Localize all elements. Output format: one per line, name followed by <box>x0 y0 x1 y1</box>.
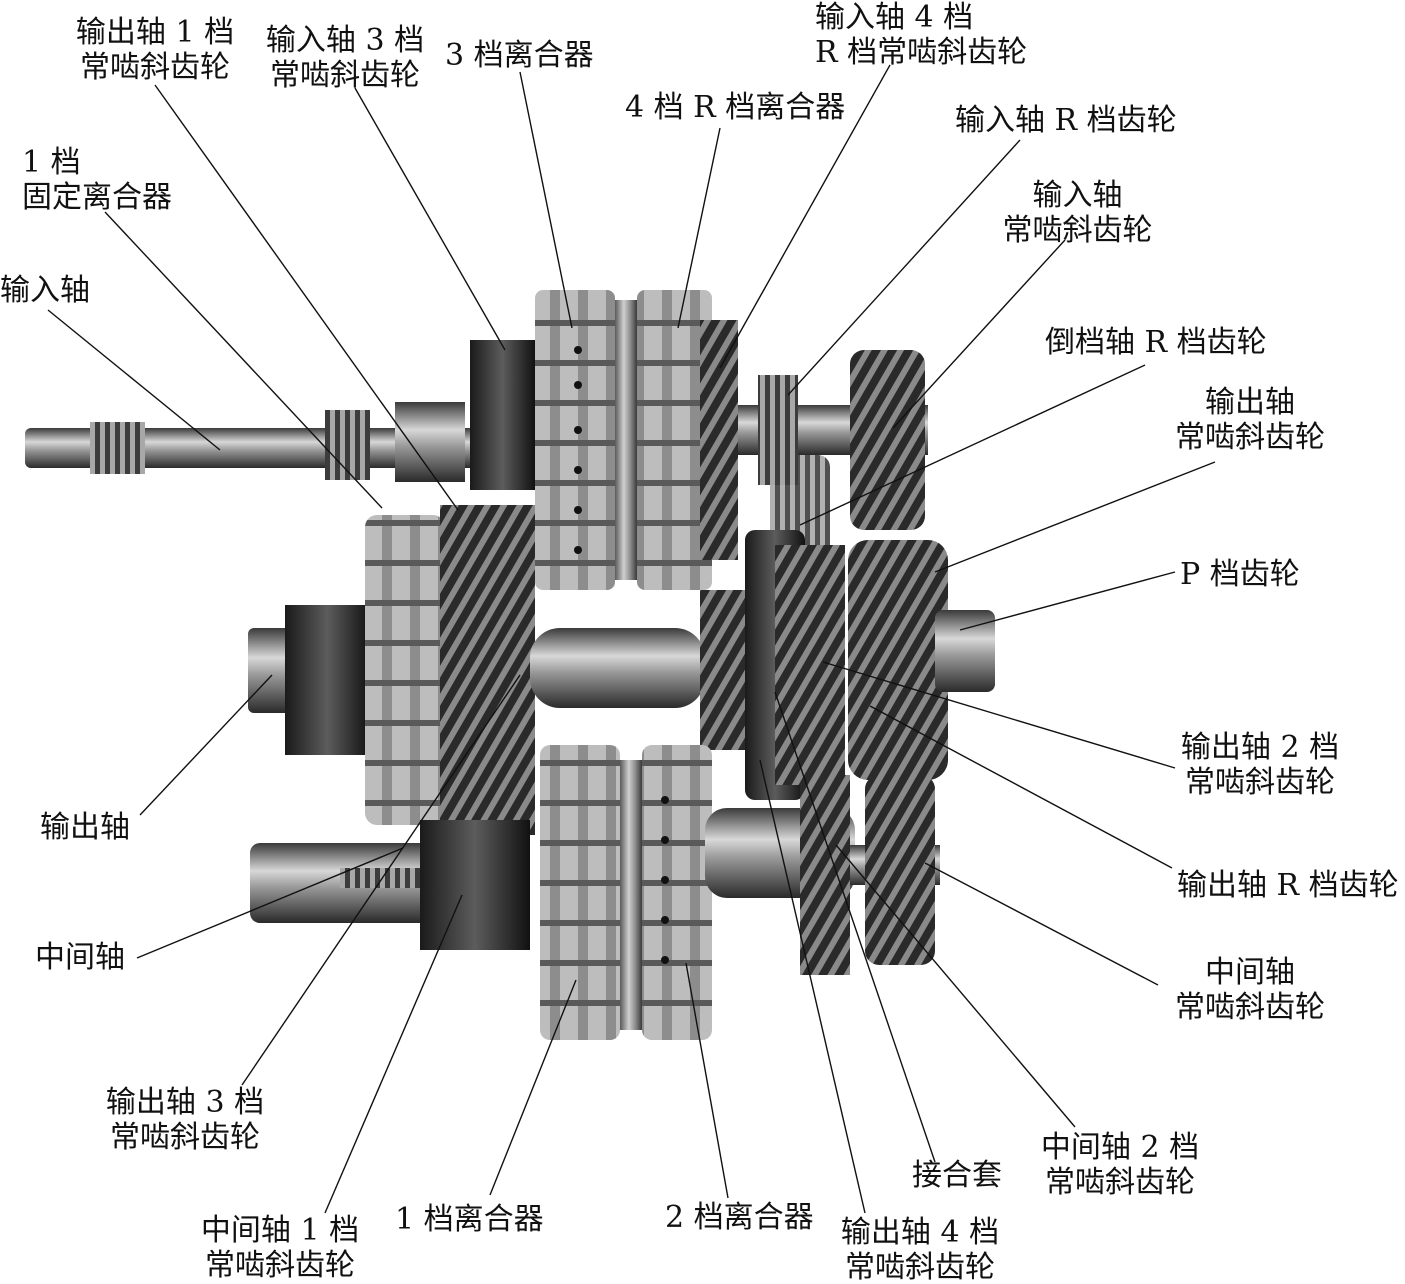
label-1st-clutch: 1 档离合器 <box>395 1202 544 1237</box>
label-4th-r-clutch: 4 档 R 档离合器 <box>625 90 846 125</box>
label-countershaft-const-gear: 中间轴常啮斜齿轮 <box>1175 955 1325 1025</box>
label-reverse-shaft-r-gear: 倒档轴 R 档齿轮 <box>1045 325 1267 360</box>
label-output-shaft: 输出轴 <box>40 810 130 845</box>
label-1st-fixed-clutch: 1 档固定离合器 <box>22 145 172 215</box>
label-countershaft-2nd-gear: 中间轴 2 档常啮斜齿轮 <box>1040 1130 1200 1200</box>
label-input-const-gear: 输入轴常啮斜齿轮 <box>1002 178 1153 248</box>
label-p-gear: P 档齿轮 <box>1180 557 1300 592</box>
label-2nd-clutch: 2 档离合器 <box>665 1200 814 1235</box>
label-input-3rd-gear: 输入轴 3 档常啮斜齿轮 <box>265 23 425 93</box>
label-input-shaft: 输入轴 <box>0 273 90 308</box>
countershaft-assembly <box>250 745 940 1040</box>
label-output-3rd-gear: 输出轴 3 档常啮斜齿轮 <box>105 1085 265 1155</box>
label-countershaft: 中间轴 <box>35 940 125 975</box>
label-output-2nd-gear: 输出轴 2 档常啮斜齿轮 <box>1180 730 1340 800</box>
label-output-const-gear: 输出轴常啮斜齿轮 <box>1175 385 1325 455</box>
label-input-r-gear: 输入轴 R 档齿轮 <box>955 103 1177 138</box>
leader-lines <box>47 64 1216 1214</box>
label-countershaft-1st-gear: 中间轴 1 档常啮斜齿轮 <box>200 1213 360 1283</box>
input-shaft-assembly <box>25 290 928 590</box>
label-output-1st-gear: 输出轴 1 档常啮斜齿轮 <box>75 15 235 85</box>
label-engagement-sleeve: 接合套 <box>912 1158 1002 1193</box>
output-shaft-assembly <box>248 505 995 835</box>
label-output-4th-gear: 输出轴 4 档常啮斜齿轮 <box>840 1215 1000 1284</box>
label-output-r-gear: 输出轴 R 档齿轮 <box>1177 868 1399 903</box>
label-3rd-clutch: 3 档离合器 <box>445 38 594 73</box>
